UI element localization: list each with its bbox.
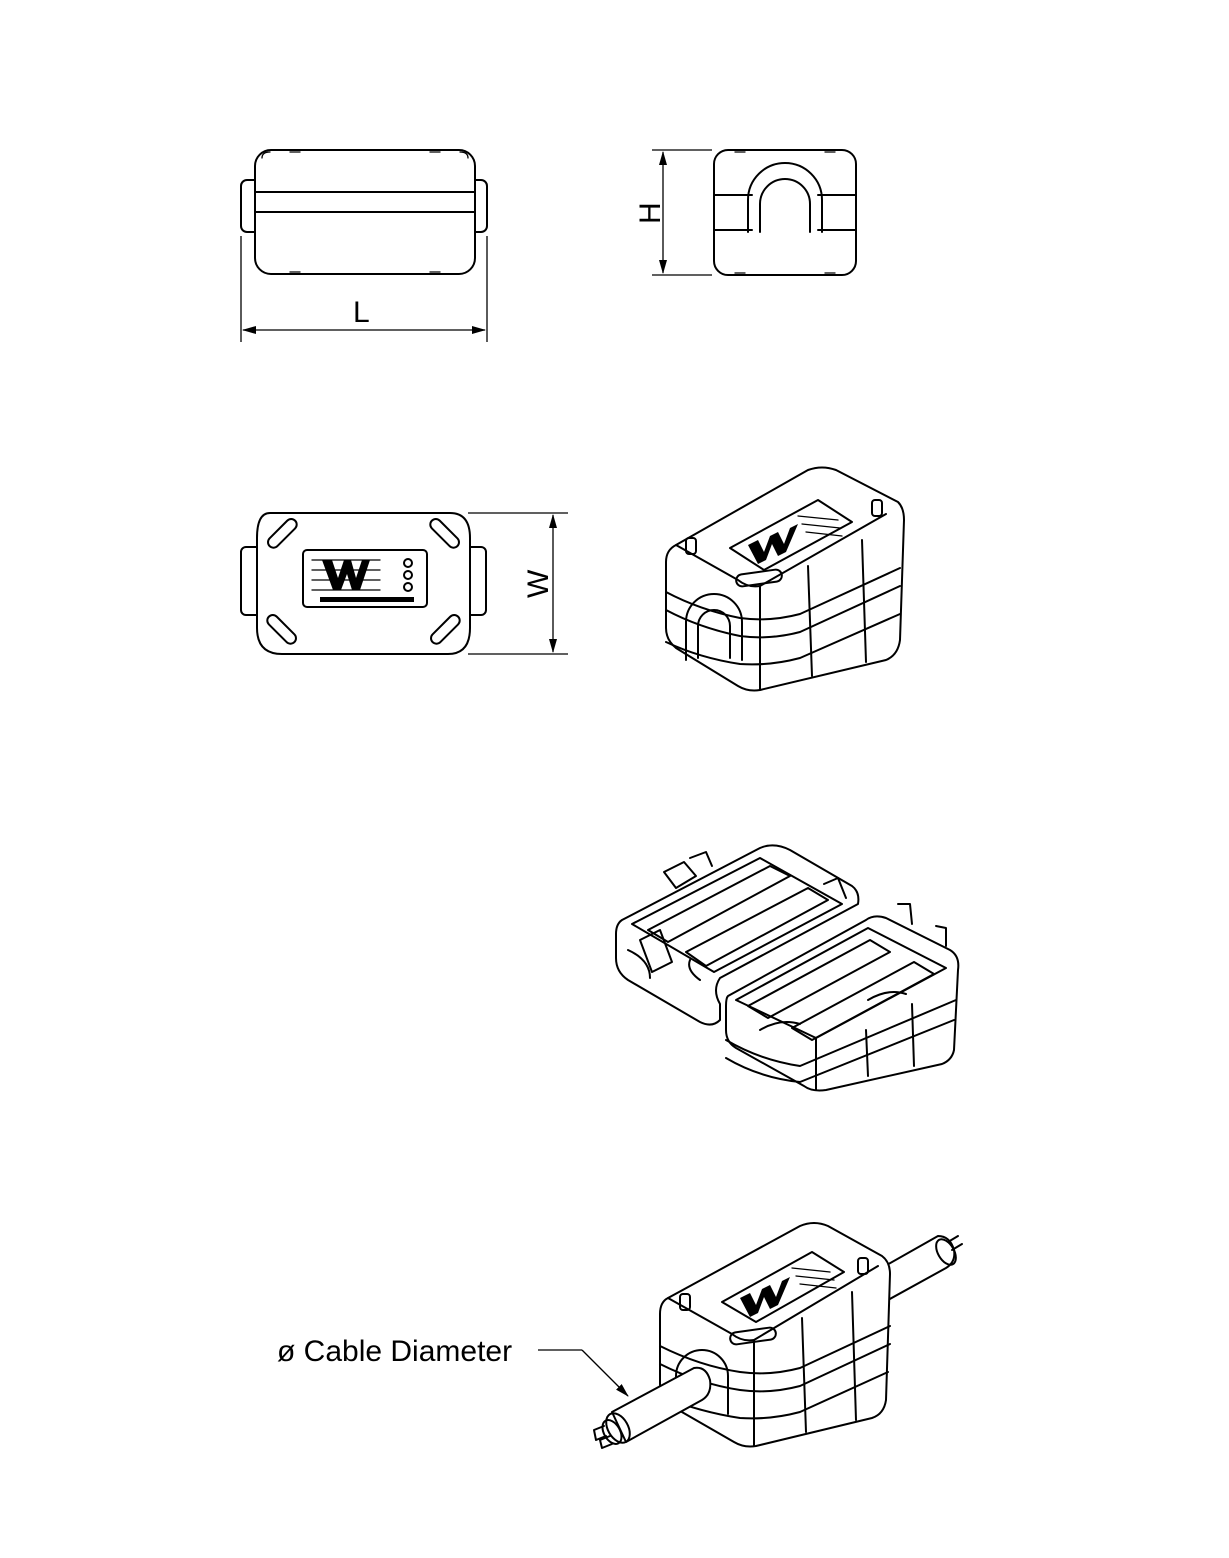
top-view xyxy=(240,512,487,655)
side-view xyxy=(713,149,857,276)
isometric-cable-view xyxy=(593,1222,963,1449)
width-label: W xyxy=(522,569,555,598)
we-logo xyxy=(729,499,853,571)
width-dimension: W xyxy=(468,512,568,655)
length-label: L xyxy=(353,296,370,329)
isometric-open-view xyxy=(615,844,960,1092)
height-dimension: H xyxy=(634,149,712,276)
cable-diameter-callout: ø Cable Diameter xyxy=(277,1335,629,1397)
height-label: H xyxy=(634,202,667,224)
we-logo xyxy=(302,549,428,608)
isometric-closed-view xyxy=(665,466,905,692)
length-dimension: L xyxy=(240,236,488,342)
we-logo xyxy=(721,1251,845,1323)
corner-slot-icons xyxy=(266,518,461,645)
cable-far-end xyxy=(877,1235,963,1301)
cable-diameter-label: ø Cable Diameter xyxy=(277,1335,512,1368)
cable-near-end xyxy=(593,1366,712,1449)
front-view xyxy=(240,149,488,275)
